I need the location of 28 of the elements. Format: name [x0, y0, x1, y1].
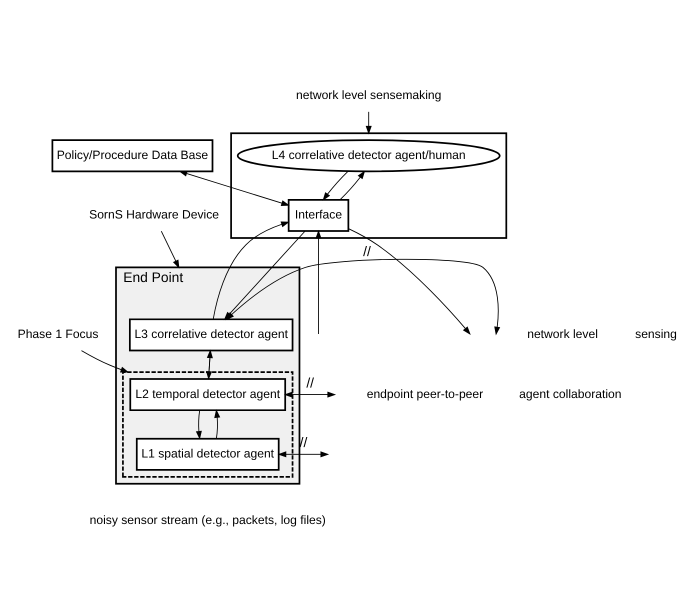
arrow	[322, 170, 348, 200]
node-box: L3 correlative detector agent	[128, 318, 294, 351]
arrow	[284, 391, 336, 398]
node-ellipse: L4 correlative detector agent/human	[236, 138, 501, 172]
node-text: SornS Hardware Device	[89, 207, 220, 222]
arrow	[278, 450, 330, 457]
label: noisy sensor stream (e.g., packets, log files)	[90, 512, 326, 527]
node-box: Policy/Procedure Data Base	[52, 138, 214, 172]
node-box: L2 temporal detector agent	[129, 378, 286, 411]
arrow	[160, 230, 180, 268]
edge-label: //	[306, 374, 314, 390]
node-text: network level sensemaking	[296, 88, 442, 102]
edge-label: //	[363, 242, 371, 258]
node-box: Interface	[288, 198, 350, 232]
arrow	[178, 170, 290, 206]
node-text: Phase 1 Focus	[18, 326, 98, 341]
label: agent collaboration	[519, 386, 622, 400]
arrow	[214, 408, 220, 438]
arrow	[366, 110, 372, 134]
arrow	[348, 228, 471, 334]
node-box: L1 spatial detector agent	[136, 437, 280, 470]
arrow	[196, 409, 202, 440]
arrow	[315, 229, 322, 334]
label: network level	[527, 326, 598, 341]
arrow	[340, 170, 366, 200]
label: sensing	[635, 326, 677, 341]
arrow	[81, 350, 130, 372]
label: endpoint peer-to-peer	[366, 386, 484, 400]
